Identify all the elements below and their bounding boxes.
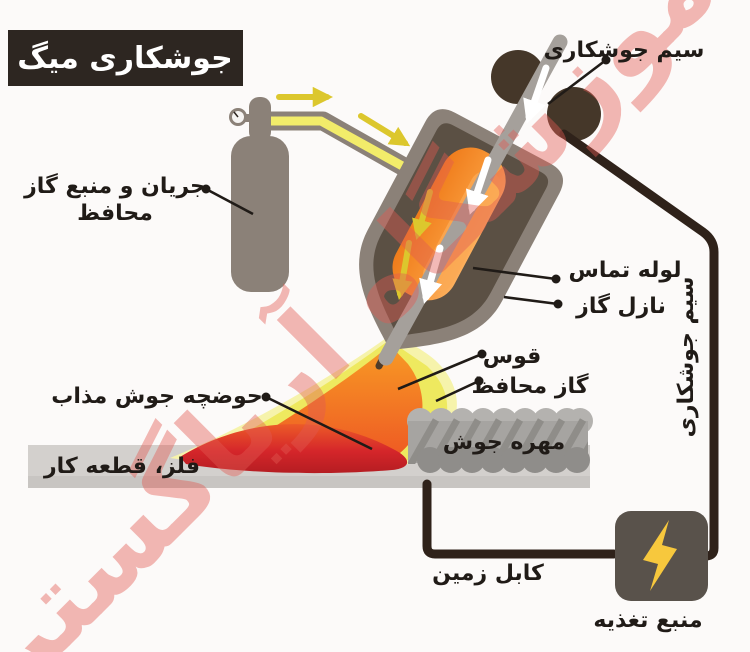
label-weld-bead: مهره جوش — [443, 430, 565, 455]
pointer-lines — [201, 55, 611, 451]
gas-flow-arrows — [276, 86, 433, 301]
label-welding-wire-top: سیم جوشکاری — [544, 38, 705, 63]
label-shielding-gas: گاز محافظ — [471, 372, 588, 399]
label-gas-nozzle: نازل گاز — [575, 292, 666, 319]
labels-layer: سیم جوشکاری جریان و منبع گاز محافظ لوله … — [23, 38, 704, 633]
ground-cable-line — [422, 479, 619, 559]
gas-cylinder — [229, 97, 289, 292]
label-contact-tube: لوله تماس — [569, 258, 682, 283]
page-title: جوشکاری میگ — [17, 40, 232, 76]
lightning-bolt-icon — [643, 520, 677, 591]
label-ground-cable: کابل زمین — [432, 561, 544, 586]
title-box: جوشکاری میگ — [8, 30, 243, 86]
weld-pool — [180, 424, 408, 474]
pressure-gauge-icon — [229, 108, 255, 126]
label-weld-pool: حوضچه جوش مذاب — [51, 384, 262, 409]
welding-cable-line — [559, 129, 719, 561]
label-gas-source-line1: جریان و منبع گاز — [23, 172, 206, 199]
gas-hose — [252, 111, 437, 190]
label-arc: قوس — [483, 344, 542, 369]
label-welding-wire-side: سیم جوشکاری — [674, 277, 699, 438]
weld-bead — [407, 408, 593, 473]
wire-feed-arrows — [419, 64, 550, 304]
label-power-supply: منبع تغذیه — [593, 608, 702, 633]
power-supply-box — [615, 511, 708, 601]
label-gas-source-line2: محافظ — [77, 201, 153, 226]
label-workpiece: فلز، قطعه کار — [43, 454, 200, 479]
